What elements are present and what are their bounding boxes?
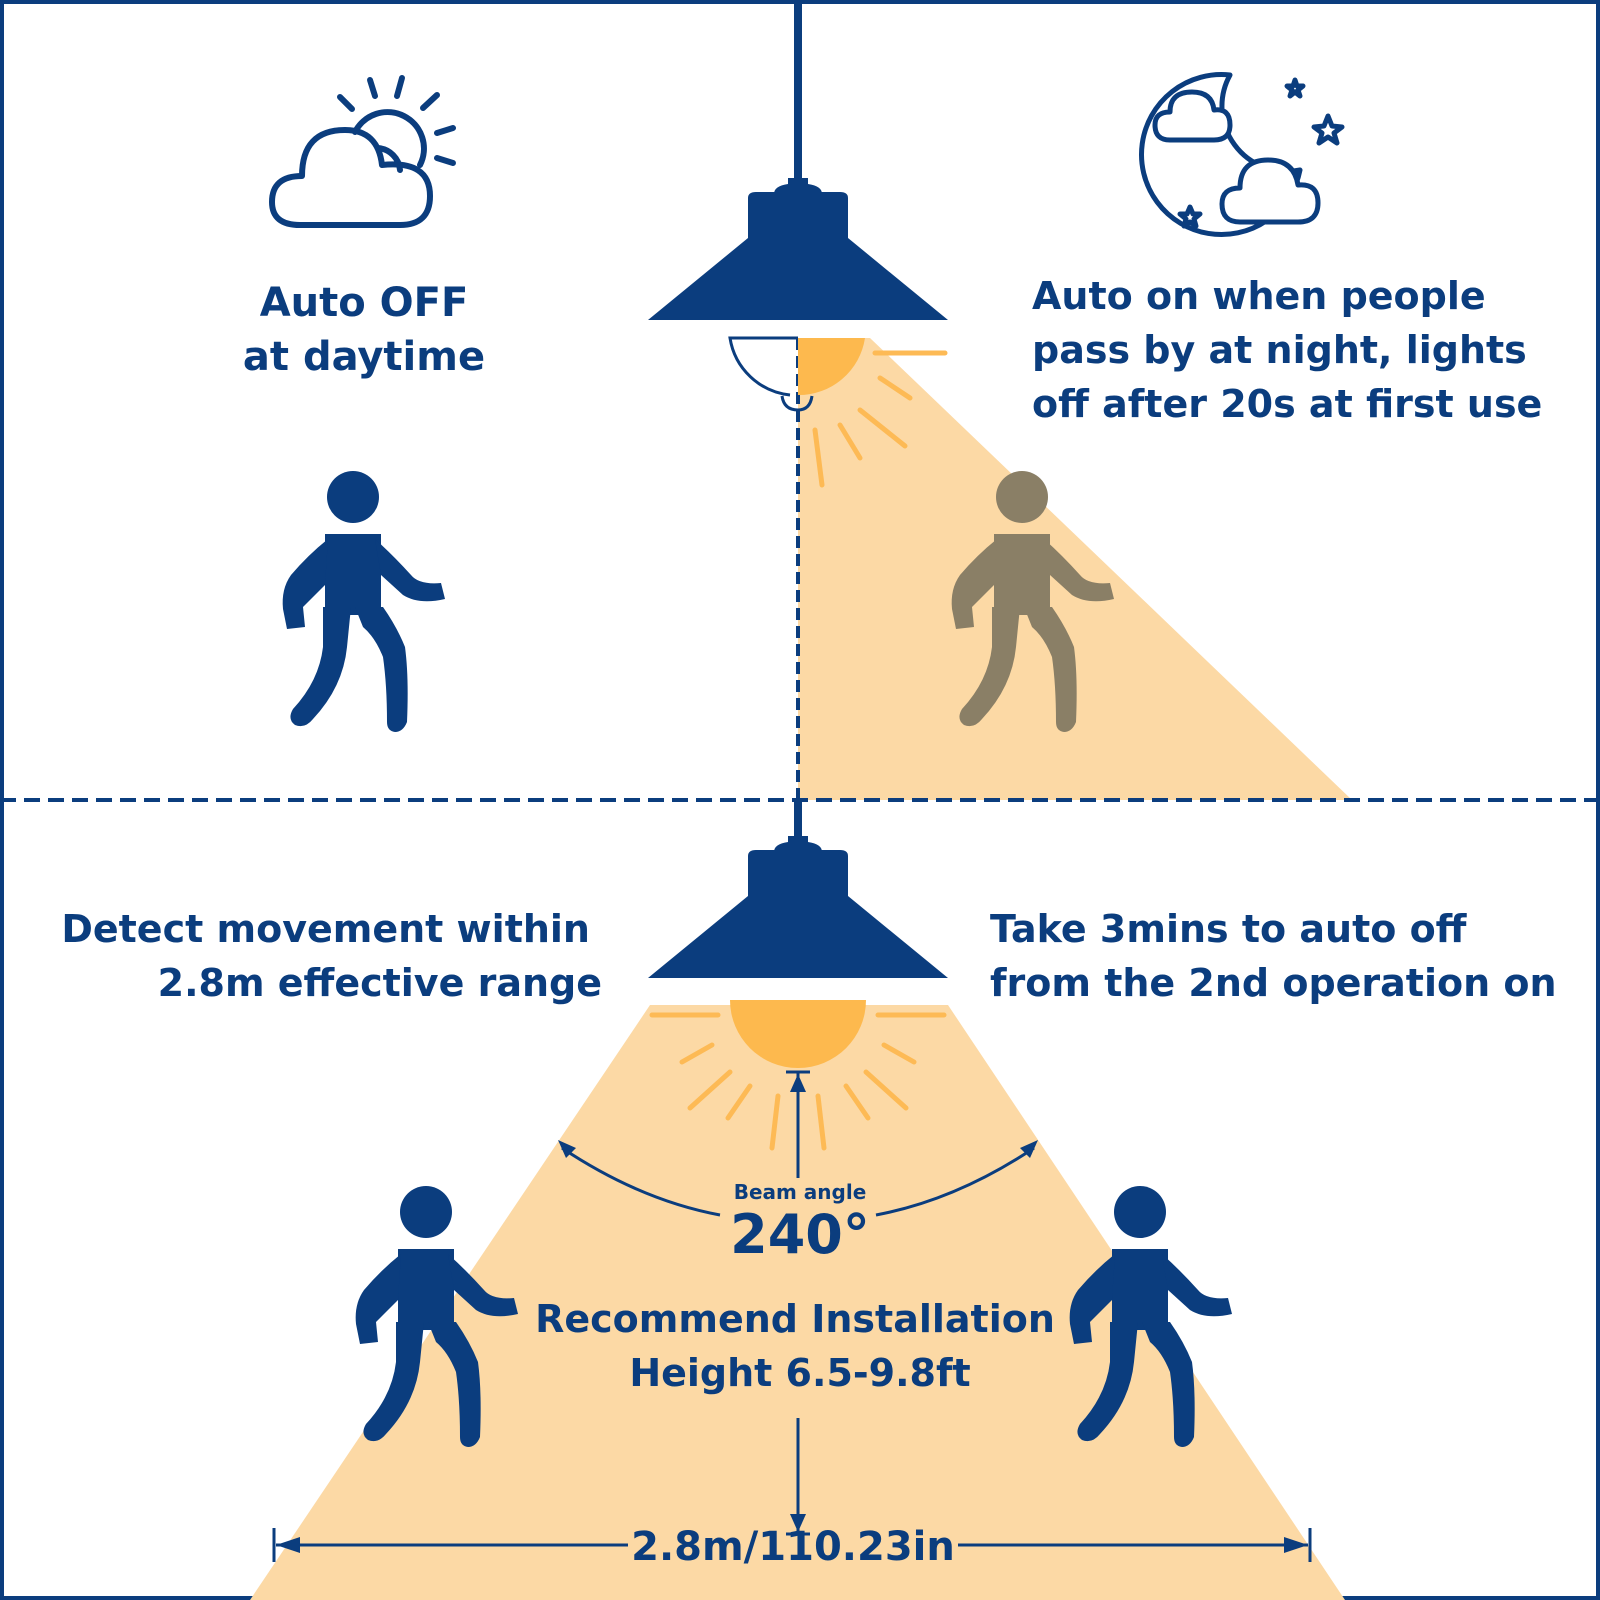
beam-angle-arc (561, 1146, 1035, 1217)
night-light-beam (798, 338, 1352, 800)
daytime-title: Auto OFF (260, 280, 469, 326)
bottom-bulb (730, 1000, 866, 1068)
top-bulb-tip (780, 395, 814, 412)
width-arrowheads (276, 1537, 1308, 1553)
night-text-line-1: Auto on when people (1032, 274, 1486, 318)
beam-angle-value: 240° (730, 1203, 870, 1266)
delay-text-line-2: from the 2nd operation on (990, 961, 1557, 1005)
bottom-light-beam (250, 1005, 1345, 1600)
height-arrow-bottom-head (790, 1514, 806, 1532)
install-text-line-2: Height 6.5-9.8ft (629, 1351, 970, 1395)
range-text-line-2: 2.8m effective range (158, 961, 602, 1005)
width-dimension-line (272, 1528, 1312, 1562)
width-label: 2.8m/110.23in (631, 1524, 955, 1570)
range-text-line-1: Detect movement within (61, 907, 590, 951)
night-text-line-2: pass by at night, lights (1032, 328, 1527, 372)
top-light-rays (812, 350, 948, 488)
top-bulb-outline (728, 336, 798, 397)
beam-angle-arrowheads (558, 1140, 1038, 1158)
daytime-subtitle: at daytime (243, 334, 485, 380)
height-arrow-top-head (790, 1074, 806, 1092)
top-bulb-lit-half (798, 338, 865, 396)
moon-clouds-stars-icon (1139, 72, 1345, 238)
cloud-sun-icon (269, 75, 456, 228)
install-text-line-1: Recommend Installation (535, 1297, 1055, 1341)
bottom-light-rays (649, 1012, 947, 1151)
delay-text-line-1: Take 3mins to auto off (990, 907, 1468, 951)
beam-angle-label: Beam angle (734, 1180, 867, 1204)
night-text-line-3: off after 20s at first use (1032, 382, 1542, 426)
